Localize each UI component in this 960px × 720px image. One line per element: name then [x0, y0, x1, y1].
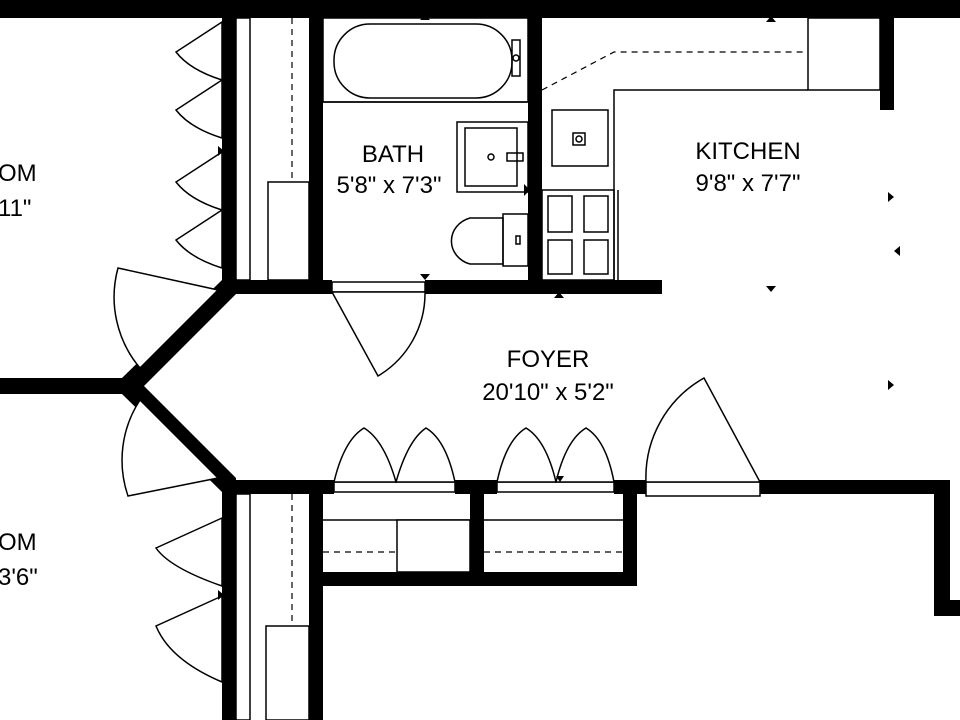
closet-door-a-threshold [333, 481, 456, 493]
closet-upper-shelf [267, 181, 310, 281]
marker-arrow-4 [894, 246, 900, 256]
closet-upper-shelf-frame [235, 17, 251, 281]
wall-between-bedrooms [0, 378, 132, 394]
marker-arrow-12 [556, 476, 564, 482]
marker-arrow-8 [554, 292, 564, 298]
kitchen-upper-cabinet [541, 51, 808, 91]
wall-foyer-top-left [222, 280, 332, 294]
bathtub-basin [333, 23, 513, 99]
marker-arrow-11 [524, 184, 530, 196]
wall-diagonal-top [122, 280, 236, 386]
closet-door-b-left [496, 427, 557, 483]
bedroom-bottom-dims: 3'6" [0, 564, 38, 591]
wall-bedroom-top-right [222, 18, 236, 293]
bifold-door-4 [174, 208, 223, 270]
kitchen-name: KITCHEN [695, 138, 800, 165]
bedroom-bottom-name: OM [0, 529, 37, 556]
bathtub-faucet [511, 39, 521, 77]
bath-door-threshold [331, 281, 426, 293]
marker-arrow-5 [766, 286, 776, 292]
bath-name: BATH [362, 141, 424, 168]
wall-bedroom-bottom-right [222, 480, 236, 720]
marker-arrow-1 [420, 15, 430, 20]
wall-right-stub [934, 600, 960, 616]
markers [218, 15, 900, 600]
closet-door-b-right [555, 427, 615, 483]
room-labels: BATH 5'8" x 7'3" KITCHEN 9'8" x 7'7" FOY… [0, 138, 801, 591]
wall-foyer-bottom-d [760, 480, 950, 494]
kitchen-sink [551, 109, 609, 167]
wall-lower-closet-bottom [309, 572, 637, 586]
toilet-handle [515, 235, 521, 245]
kitchen-sink-faucet [572, 132, 586, 146]
kitchen-fixtures [541, 17, 881, 281]
bedroom-top-dims: 11" [0, 195, 31, 222]
wall-lower-closet-mid [470, 480, 484, 576]
closet-door-a-left [333, 427, 397, 483]
closet-door-a-right [395, 427, 456, 483]
bedroom-top-name: OM [0, 160, 37, 187]
bifold-door-5 [154, 516, 223, 588]
wall-foyer-top-right [425, 280, 662, 294]
bath-door [330, 291, 426, 378]
bifold-door-1 [174, 20, 223, 82]
bifold-door-6 [155, 594, 223, 684]
bath-sink-faucet [506, 152, 524, 162]
kitchen-sink-drain [575, 135, 583, 143]
wall-lower-closet-left [309, 480, 323, 720]
kitchen-fridge [807, 17, 881, 91]
wall-closet-bath [309, 18, 323, 293]
bath-sink-counter [456, 121, 529, 193]
wall-lower-closet-right [623, 480, 637, 576]
foyer-name: FOYER [507, 346, 590, 373]
closet-door-b-threshold [496, 481, 615, 493]
bifold-door-2 [174, 78, 223, 140]
wall-right-lower [934, 480, 950, 616]
stove-burners [547, 195, 609, 275]
bath-sink-basin [464, 127, 518, 187]
marker-arrow-6 [888, 380, 894, 390]
bifold-door-3 [174, 150, 223, 212]
bedroom-door-upper [113, 267, 220, 370]
bath-fixtures [322, 17, 529, 267]
marker-arrow-9 [218, 146, 224, 156]
closets [235, 17, 623, 720]
marker-arrow-3 [888, 192, 894, 202]
foyer-dims: 20'10" x 5'2" [482, 379, 614, 406]
marker-arrow-10 [218, 590, 224, 600]
wall-top [0, 0, 960, 18]
toilet-bowl [450, 217, 504, 265]
kitchen-stove [541, 189, 615, 281]
entry-door-threshold [645, 481, 761, 497]
bathtub-drain [512, 54, 520, 62]
closet-lower-shelf [265, 625, 310, 720]
wall-bath-kitchen [528, 18, 542, 293]
doors [113, 20, 762, 684]
foyer-closet-a-box [396, 519, 471, 573]
kitchen-dims: 9'8" x 7'7" [696, 170, 801, 197]
marker-arrow-7 [420, 274, 430, 280]
bath-dims: 5'8" x 7'3" [337, 172, 442, 199]
wall-foyer-bottom-a [222, 480, 334, 494]
marker-arrow-2 [766, 16, 776, 22]
entry-door [645, 376, 762, 483]
wall-kitchen-pier [880, 18, 894, 110]
closet-lower-shelf-frame [235, 493, 251, 720]
bedroom-door-lower [121, 398, 220, 497]
bath-sink-drain [487, 153, 495, 161]
